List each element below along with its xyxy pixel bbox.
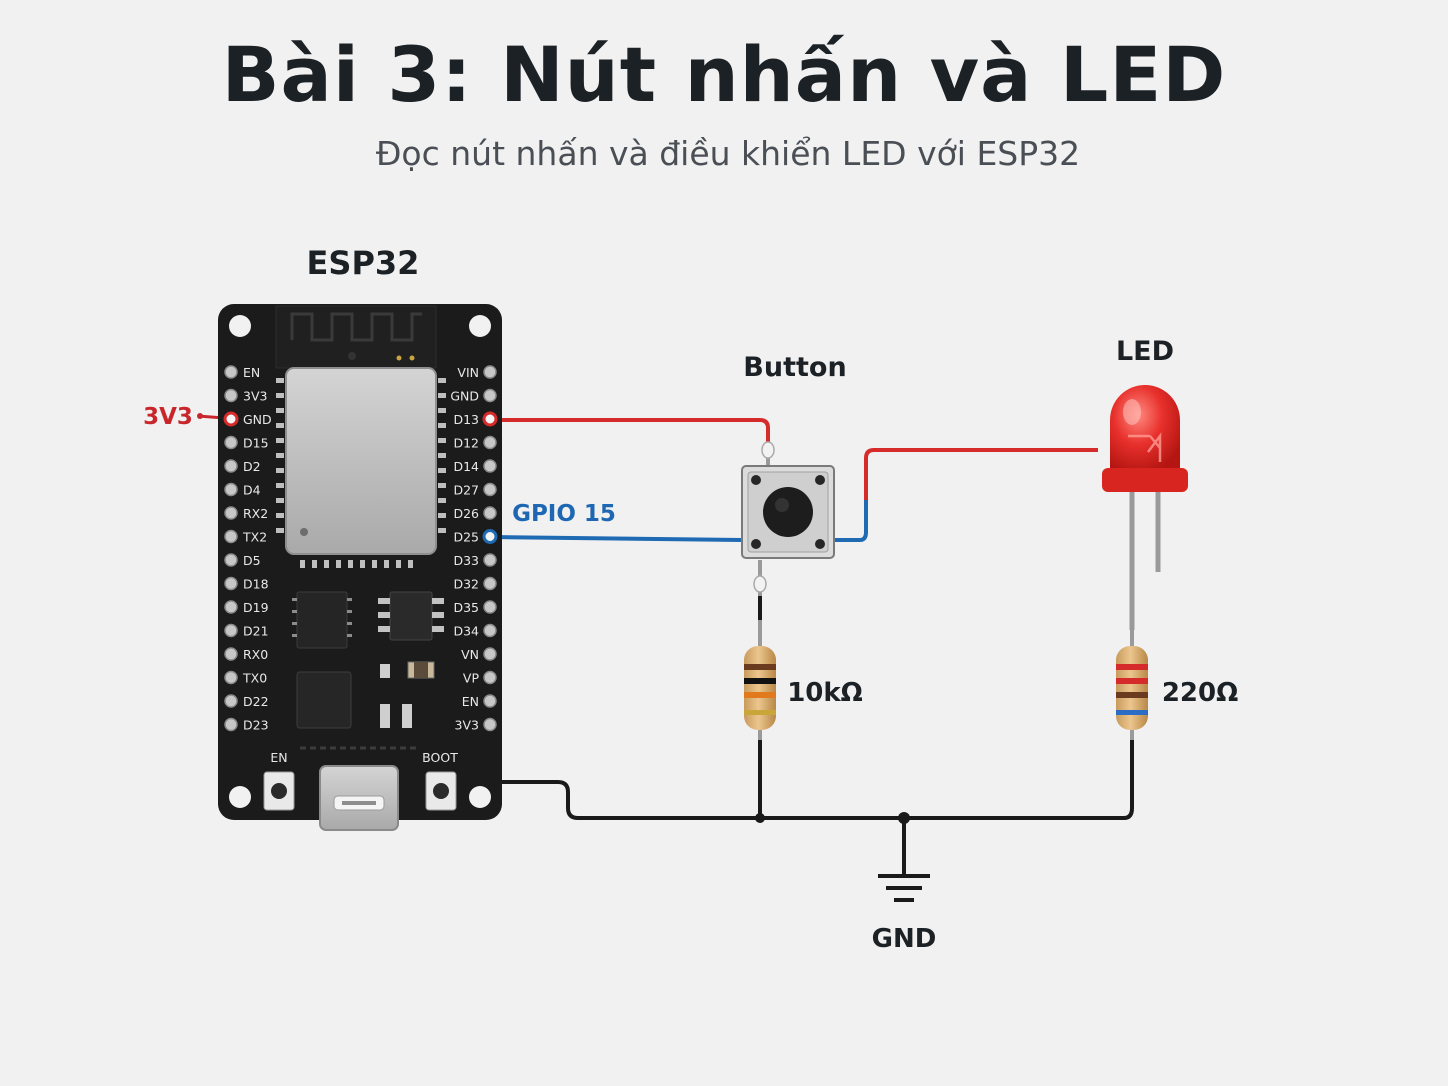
junction-dot — [755, 813, 765, 823]
resistor-220 — [1116, 620, 1148, 740]
pin-label: TX0 — [242, 671, 267, 686]
pin-label: D22 — [243, 694, 269, 709]
pin-label: D27 — [453, 483, 479, 498]
resistor-10k-label: 10kΩ — [787, 678, 863, 708]
pin-label: VP — [463, 671, 480, 686]
pin-label: D32 — [453, 577, 479, 592]
resistor-220-label: 220Ω — [1162, 678, 1238, 708]
pin-label: GND — [450, 389, 479, 404]
pin-label: VIN — [457, 365, 479, 380]
pin-label: D15 — [243, 436, 269, 451]
led — [1102, 385, 1188, 630]
pin-label: D25 — [453, 530, 479, 545]
esp32-label: ESP32 — [307, 244, 420, 282]
junction-dot — [898, 812, 910, 824]
wire-ground-net — [500, 596, 1134, 876]
button-label: Button — [743, 352, 846, 383]
led-label: LED — [1116, 336, 1174, 367]
page-title: Bài 3: Nút nhấn và LED — [221, 30, 1227, 119]
pin-label: EN — [243, 365, 260, 380]
board-left-pin-holes — [224, 365, 238, 732]
pin-label: D18 — [243, 577, 269, 592]
pin-label: D35 — [453, 600, 479, 615]
pin-label: 3V3 — [243, 389, 267, 404]
pin-label: D26 — [453, 506, 479, 521]
pin-d25-highlight — [482, 529, 498, 544]
en-button-label: EN — [270, 750, 287, 765]
pin-d13-highlight — [482, 411, 498, 427]
board-left-pin-labels: EN 3V3 GND D15 D2 D4 RX2 TX2 D5 D18 D19 … — [242, 365, 272, 733]
pin-label: VN — [461, 647, 479, 662]
pin-label: D4 — [243, 483, 261, 498]
v3v3-label: 3V3 — [143, 404, 193, 430]
pin-label: D23 — [243, 718, 269, 733]
ground-symbol — [878, 874, 930, 902]
pin-3v3-highlight — [223, 411, 239, 427]
pin-label: D2 — [243, 459, 261, 474]
pin-label: D13 — [453, 412, 479, 427]
wire-red-d13-to-button — [492, 418, 770, 444]
pin-label: D5 — [243, 553, 261, 568]
pin-label: D12 — [453, 436, 479, 451]
wire-button-to-led — [834, 448, 1098, 542]
pin-label: D34 — [453, 624, 479, 639]
pin-label: D14 — [453, 459, 479, 474]
resistor-10k — [744, 620, 776, 740]
pin-label: GND — [243, 412, 272, 427]
pin-label: D33 — [453, 553, 479, 568]
pin-label: TX2 — [242, 530, 267, 545]
gnd-label: GND — [872, 924, 937, 954]
pin-label: EN — [462, 694, 479, 709]
board-right-pin-labels: VIN GND D13 D12 D14 D27 D26 D25 D33 D32 … — [450, 365, 479, 733]
pin-label: D19 — [243, 600, 269, 615]
esp32-board — [218, 304, 502, 831]
board-right-pin-holes — [483, 365, 497, 732]
page-subtitle: Đọc nút nhấn và điều khiển LED với ESP32 — [375, 134, 1081, 173]
wire-blue-d25-to-button — [491, 535, 743, 542]
gpio-label: GPIO 15 — [512, 501, 616, 527]
push-button — [741, 441, 835, 596]
pin-label: RX0 — [243, 647, 268, 662]
pin-label: 3V3 — [455, 718, 479, 733]
pin-label: D21 — [243, 624, 269, 639]
pin-label: RX2 — [243, 506, 268, 521]
boot-button-label: BOOT — [422, 750, 458, 765]
